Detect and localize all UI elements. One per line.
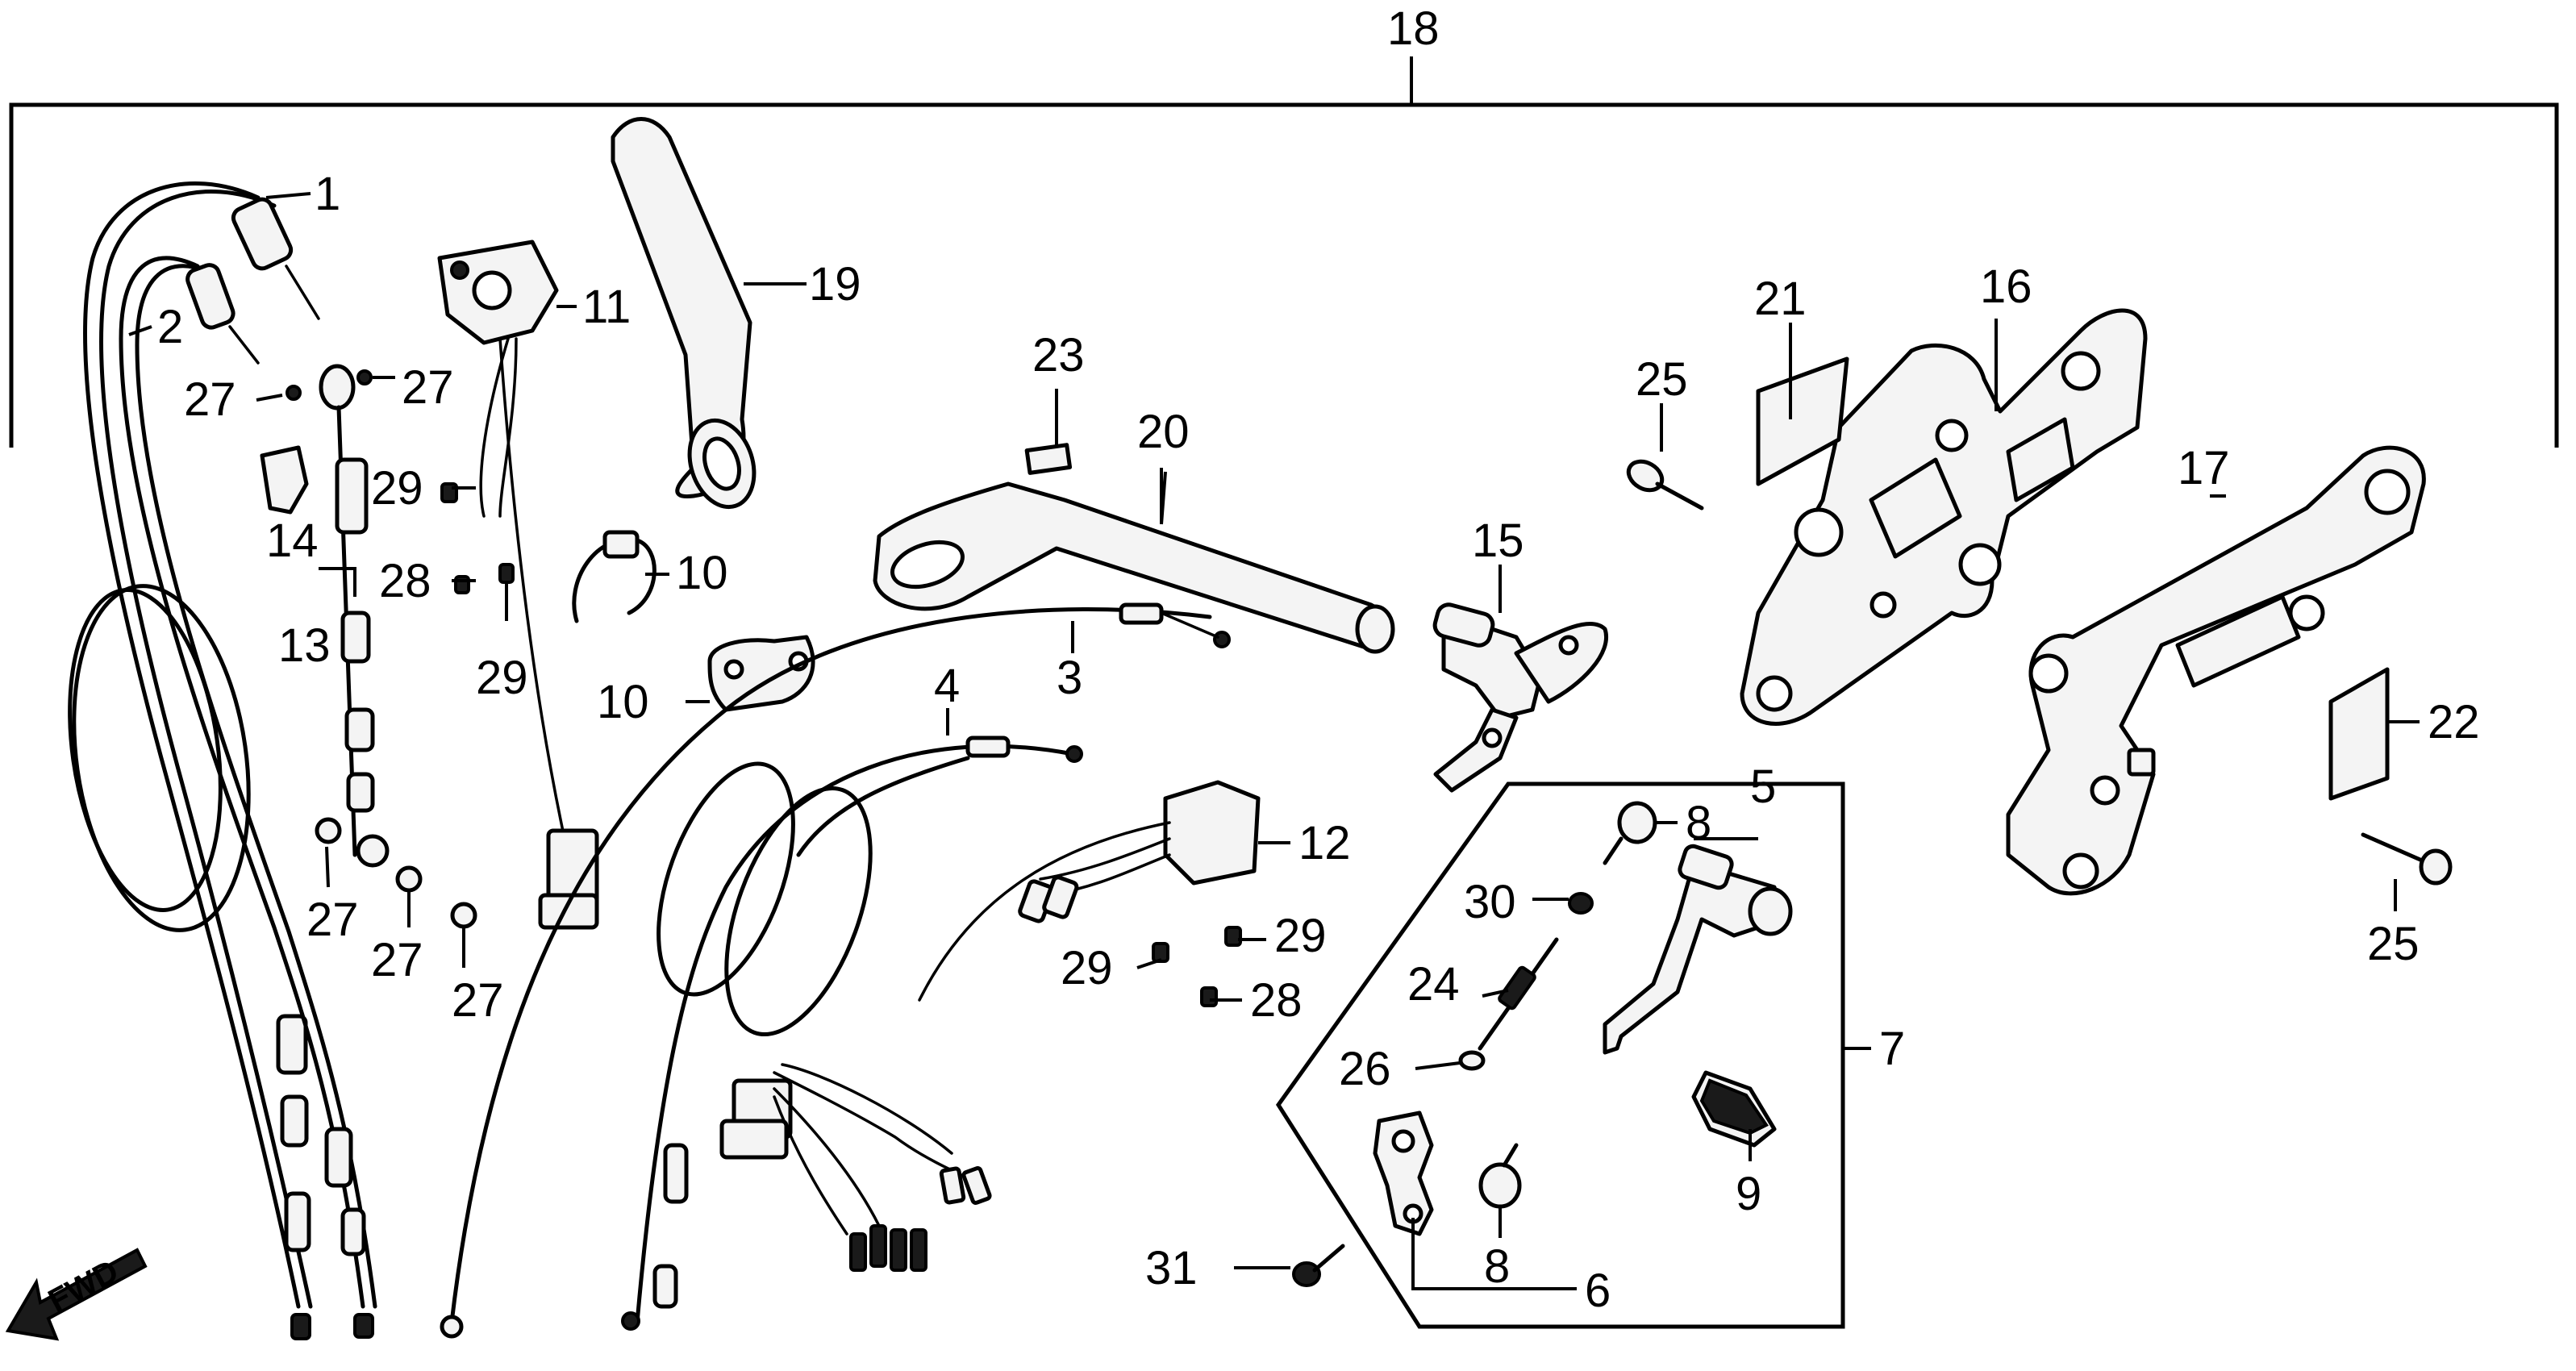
clamp-10-upper[interactable] bbox=[572, 530, 657, 623]
callout-29a: 29 bbox=[371, 462, 423, 515]
shift-arm-15[interactable] bbox=[1432, 602, 1608, 793]
nut-30[interactable] bbox=[1568, 892, 1594, 915]
callout-27a: 27 bbox=[184, 373, 236, 426]
pedal-assembly-outline bbox=[1275, 781, 1871, 1329]
callout-8a: 8 bbox=[1686, 797, 1711, 849]
cable-loop bbox=[657, 761, 873, 1037]
bolt-25-upper[interactable] bbox=[1624, 456, 1704, 510]
housing-14[interactable] bbox=[260, 445, 309, 515]
cable-2[interactable] bbox=[119, 256, 377, 1339]
callout-23: 23 bbox=[1032, 329, 1085, 381]
callout-2: 2 bbox=[157, 301, 183, 353]
switch-11[interactable] bbox=[437, 240, 599, 930]
callout-21: 21 bbox=[1754, 273, 1807, 325]
bolt-25-lower[interactable] bbox=[2361, 832, 2453, 886]
callout-1: 1 bbox=[315, 168, 340, 220]
bolt-8-upper[interactable] bbox=[1603, 801, 1657, 865]
callout-27d: 27 bbox=[371, 934, 423, 986]
cable-3[interactable] bbox=[440, 602, 1231, 1339]
callout-6: 6 bbox=[1585, 1265, 1611, 1317]
cable-4[interactable] bbox=[621, 736, 1083, 1331]
grip-19[interactable] bbox=[611, 117, 765, 516]
callout-27e: 27 bbox=[452, 974, 504, 1027]
tip-rubber-9[interactable] bbox=[1691, 1070, 1777, 1148]
callout-24: 24 bbox=[1407, 958, 1460, 1011]
callout-10b: 10 bbox=[597, 676, 649, 728]
cable-adjuster-13[interactable] bbox=[319, 364, 390, 868]
callout-10a: 10 bbox=[676, 547, 728, 599]
leader-lines bbox=[128, 192, 2420, 1290]
clamp-10-lower[interactable] bbox=[707, 635, 815, 712]
callout-11: 11 bbox=[582, 281, 631, 333]
shift-pedal-7[interactable] bbox=[1603, 844, 1793, 1055]
fwd-arrow-icon bbox=[5, 1248, 148, 1341]
callout-14: 14 bbox=[266, 515, 319, 567]
plate-22[interactable] bbox=[2328, 667, 2390, 801]
callout-29b: 29 bbox=[476, 652, 528, 704]
ring-26[interactable] bbox=[1458, 1050, 1486, 1071]
callout-28a: 28 bbox=[379, 555, 431, 607]
callout-19: 19 bbox=[809, 258, 861, 310]
handlebar-20[interactable] bbox=[873, 481, 1395, 654]
plate-21[interactable] bbox=[1756, 356, 1849, 486]
callout-26: 26 bbox=[1339, 1043, 1391, 1095]
callout-28b: 28 bbox=[1250, 974, 1303, 1027]
footpeg-bracket-16[interactable] bbox=[1740, 308, 2148, 726]
callout-7: 7 bbox=[1879, 1023, 1905, 1075]
switch-12[interactable] bbox=[918, 780, 1261, 1002]
callouts: 18 1 2 11 19 27 27 23 20 21 16 25 17 29 … bbox=[157, 2, 2480, 1317]
callout-15: 15 bbox=[1472, 515, 1524, 567]
cable-coil bbox=[68, 584, 251, 932]
callout-31: 31 bbox=[1145, 1242, 1198, 1294]
callout-17: 17 bbox=[2178, 442, 2230, 494]
small-fasteners bbox=[286, 369, 1242, 1007]
callout-5: 5 bbox=[1750, 761, 1776, 813]
shift-arm-6[interactable] bbox=[1373, 1111, 1434, 1236]
assembly-18-bracket bbox=[9, 56, 2559, 448]
callout-22: 22 bbox=[2428, 696, 2480, 748]
bolt-31[interactable] bbox=[1292, 1244, 1345, 1287]
callout-13: 13 bbox=[278, 619, 331, 672]
label-plate-23[interactable] bbox=[1024, 443, 1073, 475]
callout-8b: 8 bbox=[1484, 1240, 1510, 1293]
callout-25b: 25 bbox=[2367, 918, 2420, 970]
link-rod-24[interactable] bbox=[1478, 937, 1559, 1051]
callout-30: 30 bbox=[1464, 876, 1516, 928]
wire-harness bbox=[719, 1063, 992, 1272]
fwd-label: FWD bbox=[43, 1253, 124, 1319]
callout-27c: 27 bbox=[306, 894, 359, 946]
callout-29d: 29 bbox=[1061, 942, 1113, 994]
callout-9: 9 bbox=[1736, 1168, 1761, 1220]
callout-25a: 25 bbox=[1636, 353, 1688, 406]
bolt-8-lower[interactable] bbox=[1478, 1143, 1522, 1209]
callout-18: 18 bbox=[1387, 2, 1440, 55]
callout-12: 12 bbox=[1298, 817, 1351, 869]
callout-20: 20 bbox=[1137, 406, 1190, 458]
callout-29c: 29 bbox=[1274, 910, 1327, 962]
callout-16: 16 bbox=[1980, 260, 2032, 313]
cable-1[interactable] bbox=[83, 181, 320, 1340]
callout-27b: 27 bbox=[402, 361, 454, 414]
callout-3: 3 bbox=[1057, 652, 1082, 704]
callout-4: 4 bbox=[934, 660, 960, 712]
footpeg-bracket-17[interactable] bbox=[2006, 445, 2426, 896]
